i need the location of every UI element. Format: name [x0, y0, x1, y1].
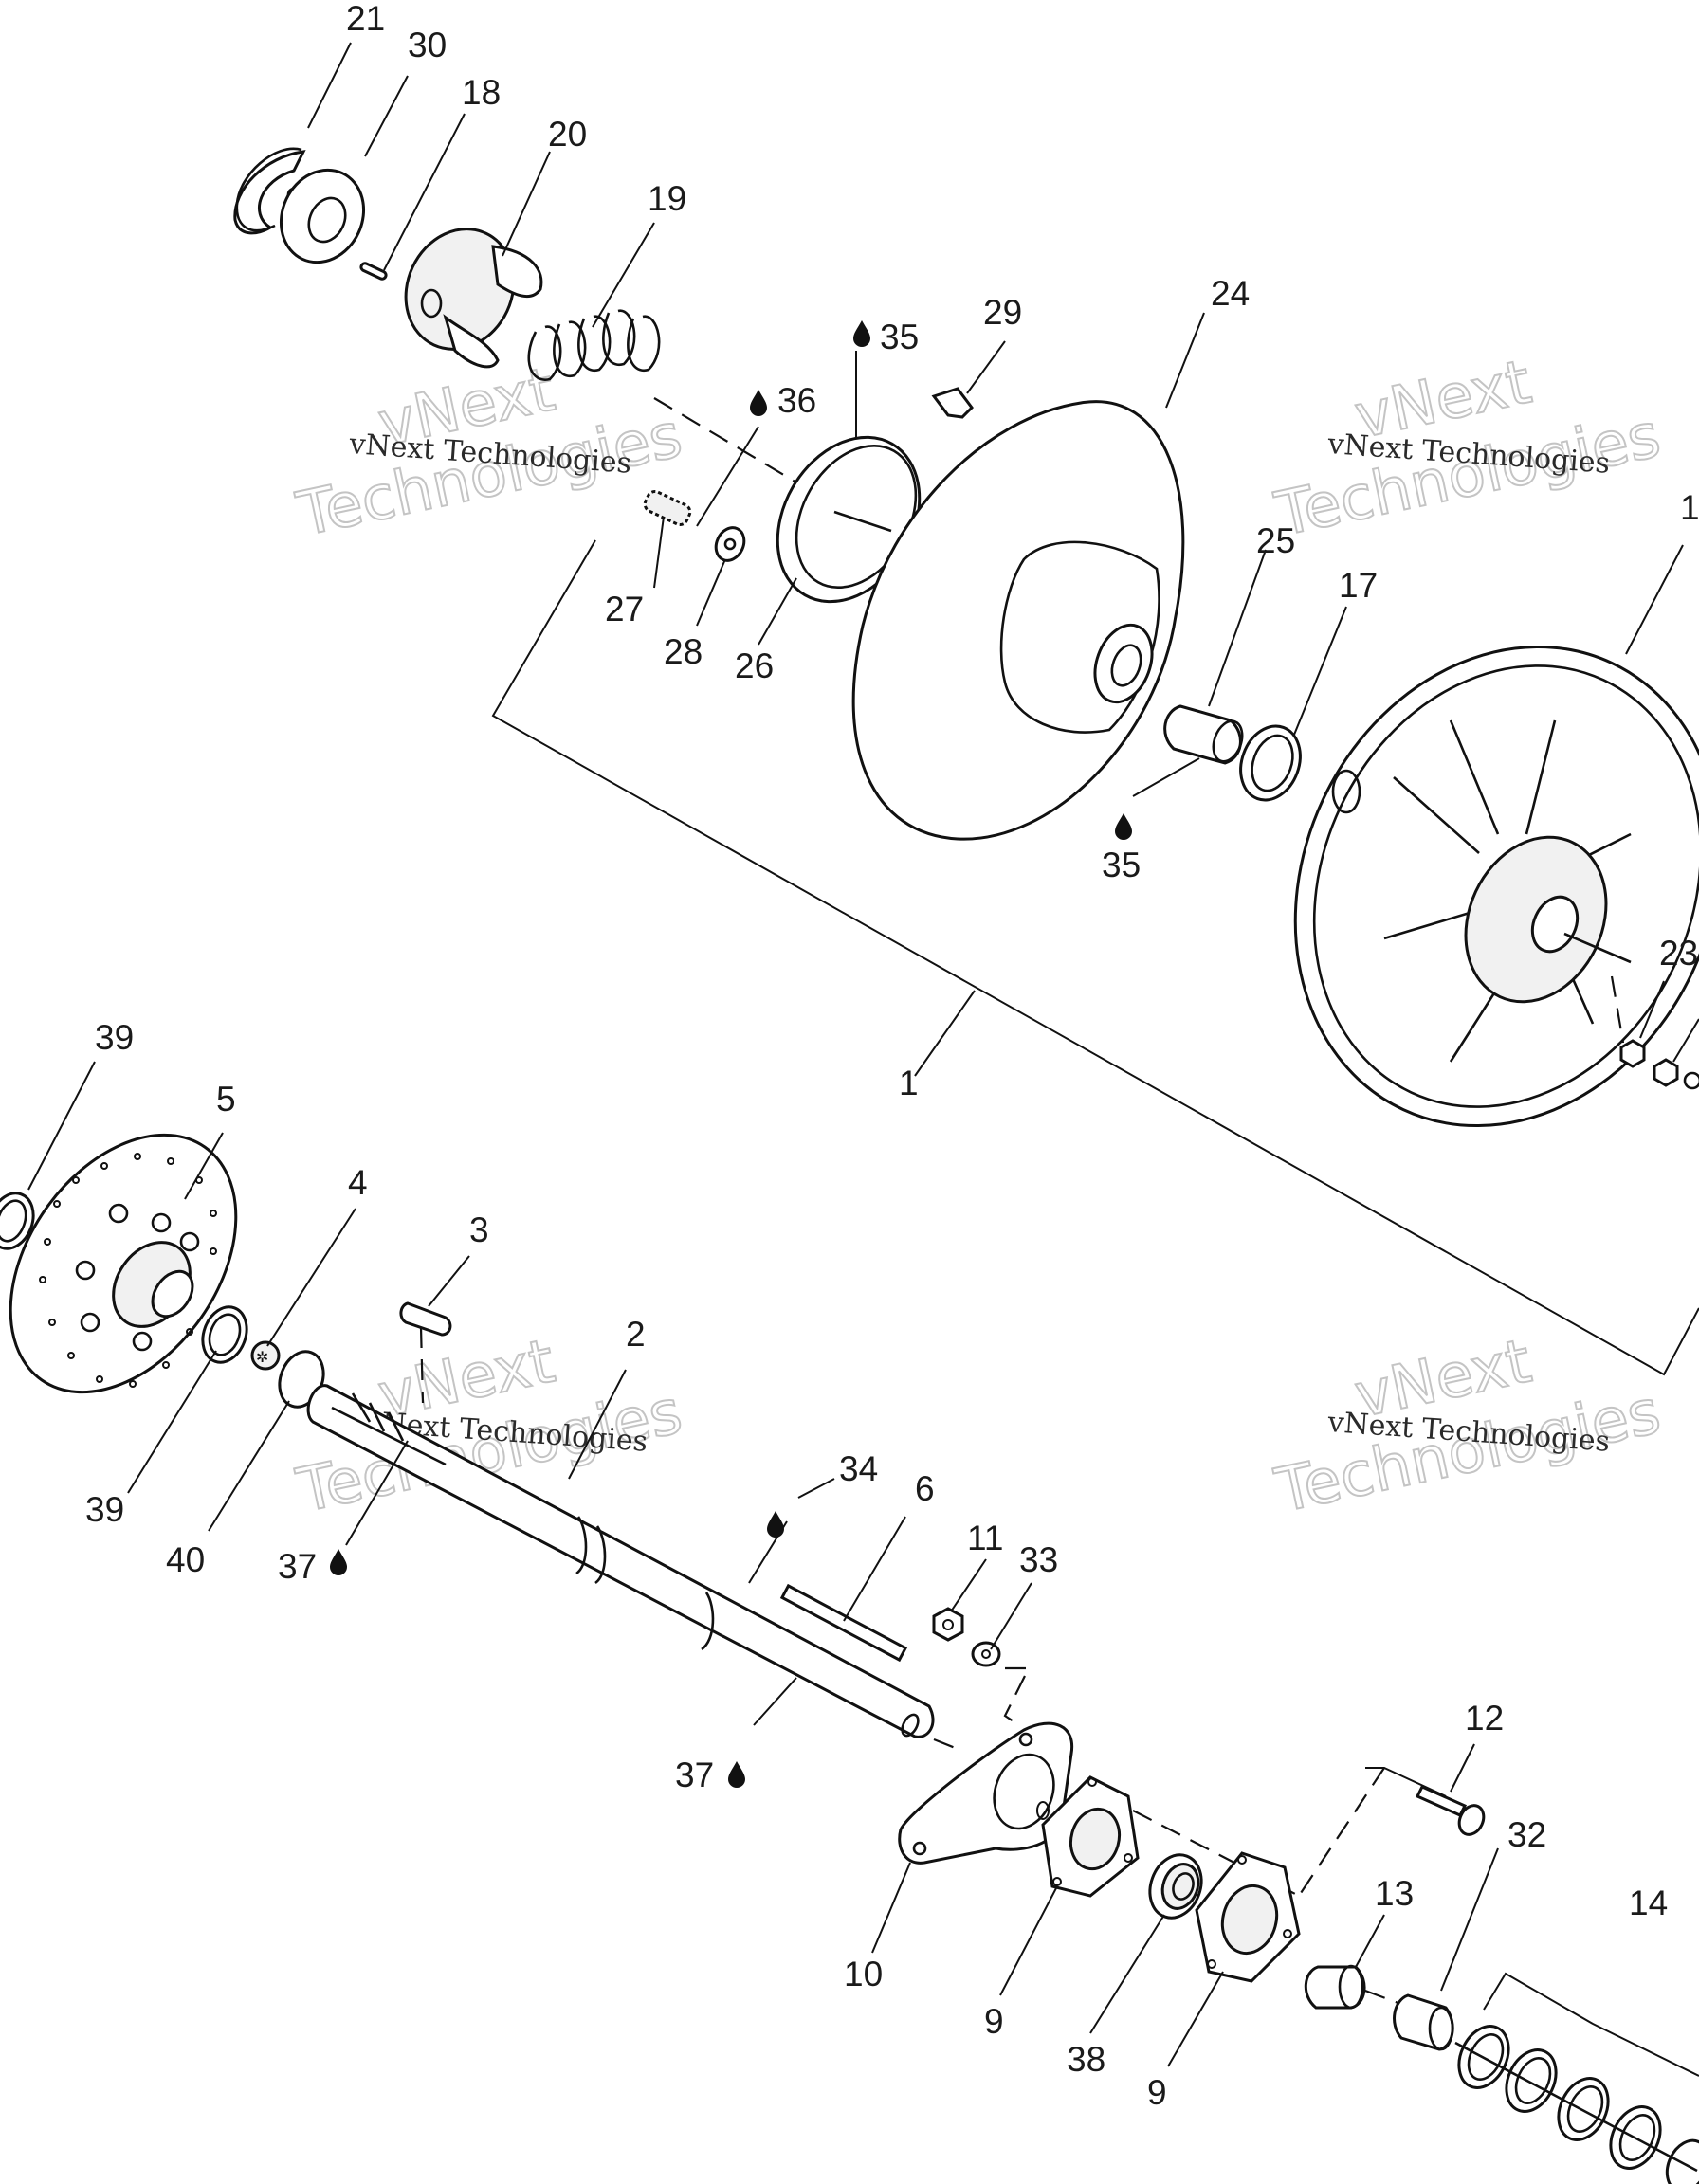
plate-10 — [898, 1721, 1074, 1865]
callout-21: 21 — [346, 0, 385, 38]
oil-drop-icon — [767, 1511, 784, 1538]
screw-27 — [643, 490, 692, 526]
callout-35b: 35 — [1102, 846, 1141, 884]
callout-20: 20 — [548, 115, 587, 154]
cam-20 — [404, 228, 543, 369]
assembly-1-bracket — [491, 539, 1699, 1376]
spring-19 — [527, 309, 661, 381]
leader-lines — [27, 42, 1699, 2067]
watermark-bottom-right: vNext Technologies vNext Technologies — [1269, 1325, 1668, 1527]
bolt-12 — [1415, 1785, 1486, 1836]
callout-5: 5 — [216, 1080, 236, 1119]
callout-23: 23 — [1659, 934, 1698, 973]
ring-17 — [1239, 724, 1302, 802]
callout-9a: 9 — [984, 2002, 1004, 2041]
callout-9b: 9 — [1147, 2073, 1167, 2112]
callout-40: 40 — [166, 1540, 205, 1579]
sheave-24 — [851, 400, 1185, 841]
callout-36: 36 — [777, 381, 816, 420]
watermark-top-right: vNext Technologies vNext Technologies — [1269, 346, 1668, 551]
callout-3: 3 — [469, 1210, 489, 1249]
callout-26: 26 — [735, 646, 774, 685]
flangette-9-left — [1041, 1775, 1140, 1898]
clip-29 — [931, 387, 974, 419]
callout-14: 14 — [1629, 1884, 1668, 1922]
oil-drop-icon — [853, 320, 870, 347]
nut-23 — [1619, 1039, 1699, 1090]
callout-39-top: 39 — [95, 1018, 134, 1057]
spacer-13 — [1304, 1964, 1366, 2010]
callout-30: 30 — [408, 26, 447, 64]
callout-12: 12 — [1465, 1699, 1504, 1738]
callout-34: 34 — [839, 1449, 878, 1488]
fixed-sheave — [1293, 645, 1699, 1128]
callout-labels: 21 30 18 20 19 24 29 35 36 27 28 26 25 1… — [85, 0, 1699, 2112]
washer-set-14 — [1454, 2025, 1699, 2184]
callout-37a: 37 — [278, 1547, 317, 1586]
washer-33 — [971, 1641, 1001, 1667]
callout-1: 1 — [899, 1064, 919, 1102]
ring-39-left — [0, 1192, 35, 1250]
pin-3 — [399, 1301, 452, 1337]
callout-4: 4 — [348, 1163, 368, 1202]
callout-38: 38 — [1067, 2040, 1105, 2079]
callout-29: 29 — [983, 293, 1022, 332]
callout-13: 13 — [1375, 1874, 1414, 1913]
callout-6: 6 — [915, 1469, 935, 1508]
callout-17: 17 — [1339, 566, 1378, 605]
callout-19: 19 — [648, 179, 686, 218]
oil-drop-icon — [330, 1549, 347, 1575]
bearing-38 — [1148, 1853, 1203, 1920]
washer-28 — [714, 526, 746, 562]
callout-24: 24 — [1211, 274, 1250, 313]
pin-18 — [359, 262, 388, 281]
spacer-32 — [1393, 1993, 1454, 2051]
oil-drop-icon — [750, 390, 767, 416]
brake-disc-5 — [9, 1133, 238, 1394]
callout-1-top: 1 — [1680, 488, 1699, 527]
ring-39-right — [201, 1305, 248, 1364]
callout-39-bottom: 39 — [85, 1490, 124, 1529]
callout-35a: 35 — [880, 318, 919, 356]
callout-11: 11 — [967, 1519, 1003, 1557]
flangette-9-right — [1195, 1851, 1301, 1983]
callout-32: 32 — [1507, 1815, 1546, 1854]
callout-18: 18 — [462, 73, 501, 112]
callout-28: 28 — [664, 632, 703, 671]
watermark-top-left: vNext Technologies vNext Technologies — [290, 354, 689, 551]
callout-25: 25 — [1256, 521, 1295, 560]
svg-text:✲: ✲ — [256, 1348, 268, 1366]
oil-drop-icon — [1115, 813, 1132, 840]
callout-2: 2 — [626, 1315, 646, 1354]
callout-10: 10 — [844, 1955, 883, 1993]
nut-11 — [932, 1607, 964, 1642]
washer-30 — [279, 168, 366, 264]
nut-4: ✲ — [250, 1340, 281, 1371]
callout-27: 27 — [605, 590, 644, 628]
sleeve-25 — [1163, 704, 1244, 765]
callout-37b: 37 — [675, 1756, 714, 1794]
callout-33: 33 — [1019, 1540, 1058, 1579]
oil-drop-icon — [728, 1761, 745, 1788]
